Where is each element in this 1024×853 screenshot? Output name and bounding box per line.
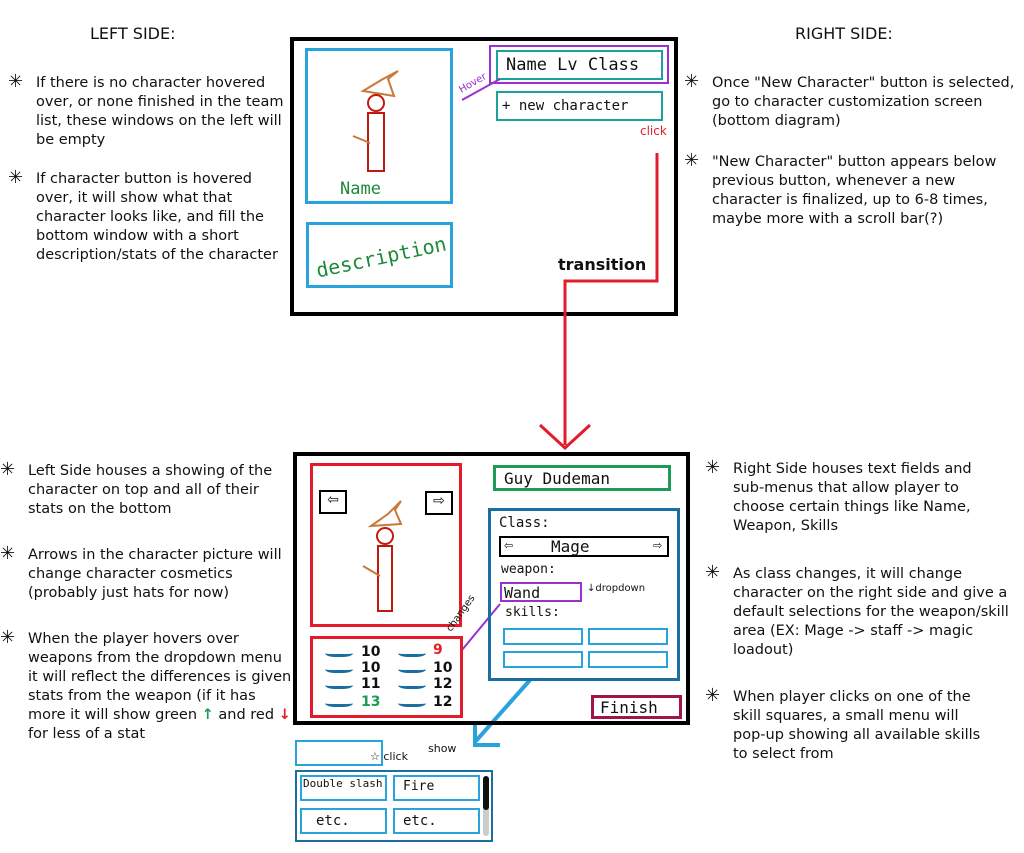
weapon-dropdown[interactable]: Wand xyxy=(500,582,582,602)
portrait-window: Name xyxy=(305,48,453,204)
note: ✳Right Side houses text fields and sub-m… xyxy=(705,457,972,534)
skill-slot[interactable] xyxy=(503,651,583,668)
note: ✳If there is no character hovered over, … xyxy=(8,71,284,148)
skill-slot[interactable] xyxy=(503,628,583,645)
next-cosmetic-button[interactable]: ⇨ xyxy=(425,491,453,515)
transition-label: transition xyxy=(558,255,647,274)
note: ✳Once "New Character" button is selected… xyxy=(684,71,1015,129)
scrollbar[interactable] xyxy=(483,776,489,836)
team-screen-mock xyxy=(290,37,678,316)
options-panel: Class: ⇦ Mage ⇨ weapon: Wand ↓dropdown s… xyxy=(488,508,680,681)
show-label: show xyxy=(428,742,457,755)
class-label: Class: xyxy=(499,515,550,531)
customization-screen-mock xyxy=(293,452,690,725)
prev-class-icon[interactable]: ⇦ xyxy=(504,539,514,552)
character-button[interactable]: Name Lv Class xyxy=(496,50,663,80)
click-label: click xyxy=(640,124,667,138)
skill-option[interactable]: etc. xyxy=(300,808,387,834)
skill-option[interactable]: etc. xyxy=(393,808,480,834)
skills-label: skills: xyxy=(505,605,560,620)
stat-value: 10 xyxy=(361,644,381,660)
class-value: Mage xyxy=(551,537,590,556)
click-label: ☆ click xyxy=(370,750,408,763)
character-preview: ⇦ ⇨ xyxy=(310,463,462,627)
skill-slot[interactable] xyxy=(295,740,383,766)
stat-value: 13 xyxy=(361,694,381,710)
stat-value: 11 xyxy=(361,676,381,692)
skills-popup-menu: Double slash Fire etc. etc. xyxy=(295,770,493,842)
stat-value: 12 xyxy=(433,694,453,710)
wizard-figure-icon xyxy=(352,70,399,172)
note: ✳As class changes, it will change charac… xyxy=(705,562,1009,658)
prev-cosmetic-button[interactable]: ⇦ xyxy=(319,490,347,514)
stat-value: 10 xyxy=(361,660,381,676)
finish-button[interactable]: Finish xyxy=(591,695,682,719)
skill-slot[interactable] xyxy=(588,651,668,668)
dropdown-label: ↓dropdown xyxy=(587,583,646,594)
portrait-name: Name xyxy=(340,179,381,199)
new-character-button[interactable]: + new character xyxy=(496,91,663,121)
note: ✳Arrows in the character picture will ch… xyxy=(0,543,282,601)
note: ✳If character button is hovered over, it… xyxy=(8,167,278,263)
note: ✳When the player hovers over weapons fro… xyxy=(0,627,292,742)
stats-window: 10 10 11 13 9 10 12 12 xyxy=(310,636,463,718)
stat-value: 9 xyxy=(433,642,443,658)
stat-value: 10 xyxy=(433,660,453,676)
note: ✳Left Side houses a showing of the chara… xyxy=(0,459,273,517)
hover-highlight xyxy=(489,45,669,84)
note: ✳"New Character" button appears below pr… xyxy=(684,150,997,227)
skill-option[interactable]: Fire xyxy=(393,775,480,801)
class-selector[interactable]: ⇦ Mage ⇨ xyxy=(499,536,669,557)
next-class-icon[interactable]: ⇨ xyxy=(653,539,663,552)
stat-value: 12 xyxy=(433,676,453,692)
right-side-heading: RIGHT SIDE: xyxy=(795,24,893,43)
wizard-figure-icon xyxy=(362,500,403,612)
skill-slot[interactable] xyxy=(588,628,668,645)
scrollbar-thumb[interactable] xyxy=(483,776,489,810)
name-field[interactable]: Guy Dudeman xyxy=(493,465,671,491)
left-side-heading: LEFT SIDE: xyxy=(90,24,176,43)
weapon-label: weapon: xyxy=(501,562,556,577)
skill-option[interactable]: Double slash xyxy=(300,775,387,801)
description-window: description xyxy=(306,222,453,288)
note: ✳When player clicks on one of the skill … xyxy=(705,685,981,762)
